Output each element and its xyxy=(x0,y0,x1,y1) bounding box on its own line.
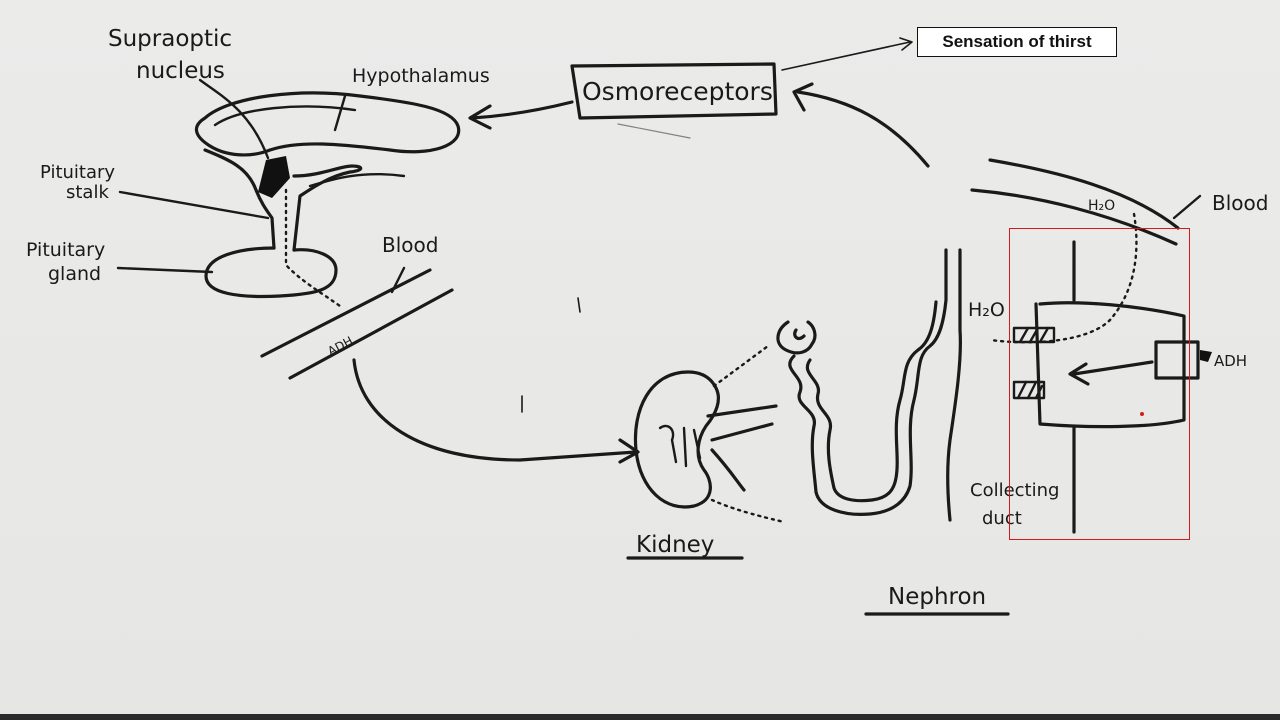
supraoptic-label-line1: Supraoptic xyxy=(108,26,232,52)
adh-vessel-label: ADH xyxy=(325,334,355,359)
adh-receptor xyxy=(1154,340,1200,380)
pituitary-stalk-label-line1: Pituitary xyxy=(40,162,115,183)
blood-right-label: Blood xyxy=(1212,191,1268,215)
adh-to-kidney-arrow xyxy=(352,358,640,464)
pituitary-gland-label-line2: gland xyxy=(48,263,101,285)
collecting-duct-cell xyxy=(1012,240,1212,534)
kidney-label: Kidney xyxy=(636,532,714,558)
blood-left-label: Blood xyxy=(382,233,438,257)
sensation-of-thirst-label: Sensation of thirst xyxy=(942,32,1092,51)
stray-mark xyxy=(617,123,691,139)
adh-molecule-mark xyxy=(1200,350,1212,362)
blood-vessel-left xyxy=(260,266,454,380)
sensation-of-thirst-box: Sensation of thirst xyxy=(917,27,1117,57)
pituitary-gland-label-line1: Pituitary xyxy=(26,239,105,261)
osmoreceptors-to-hypothalamus-arrow xyxy=(468,100,574,130)
thirst-arrow xyxy=(781,37,913,71)
supraoptic-label-line2: nucleus xyxy=(136,58,225,84)
kidney-drawing xyxy=(633,344,786,524)
nephron-to-osmoreceptors-arrow xyxy=(792,82,930,168)
board-bottom-edge xyxy=(0,714,1280,720)
pituitary-stalk-label-line2: stalk xyxy=(66,182,109,203)
osmoreceptors-label: Osmoreceptors xyxy=(582,77,773,106)
hypothalamus-drawing xyxy=(195,91,461,157)
stray-mark xyxy=(577,297,581,313)
collecting-duct-label-line1: Collecting xyxy=(970,480,1059,501)
h2o-blood-label: H₂O xyxy=(1088,198,1115,214)
adh-receptor-label: ADH xyxy=(1214,352,1247,370)
blood-vessel-right xyxy=(970,158,1202,344)
h2o-nephron-label: H₂O xyxy=(968,299,1005,321)
osmoreceptors-box xyxy=(570,62,778,120)
aquaporin-channel-top xyxy=(1012,326,1056,344)
pituitary-stalk-leader xyxy=(118,190,270,220)
nephron-label: Nephron xyxy=(888,584,986,610)
pituitary-drawing xyxy=(198,78,406,308)
red-pointer-dot xyxy=(1140,412,1144,416)
hypothalamus-label: Hypothalamus xyxy=(352,65,490,87)
collecting-duct-highlight xyxy=(1009,228,1190,540)
nephron-drawing xyxy=(776,248,962,522)
supraoptic-nucleus-mark xyxy=(258,156,290,198)
collecting-duct-label-line2: duct xyxy=(982,508,1022,529)
pituitary-gland-leader xyxy=(116,266,214,274)
